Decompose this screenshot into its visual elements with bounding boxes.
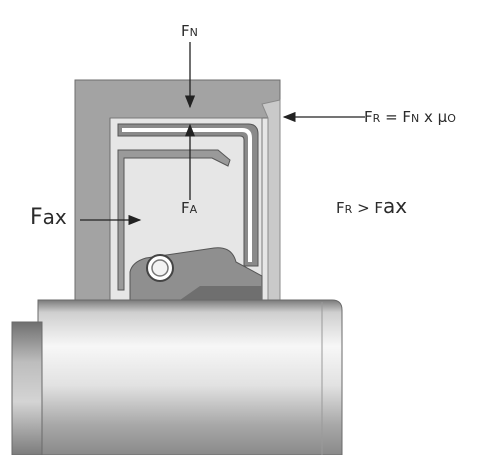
label-fa: FA xyxy=(181,199,198,217)
seal-lip-edge xyxy=(180,286,262,300)
seal-inner-lip xyxy=(117,149,231,291)
garter-spring-inner xyxy=(151,259,169,277)
label-fax: Fax xyxy=(30,205,67,230)
label-fr-inequality: FR > Fax xyxy=(336,194,408,218)
label-fn: FN xyxy=(181,22,198,40)
label-fr-equation: FR = FN x μO xyxy=(364,108,456,126)
shaft-step xyxy=(11,321,43,456)
shaft xyxy=(37,299,343,456)
